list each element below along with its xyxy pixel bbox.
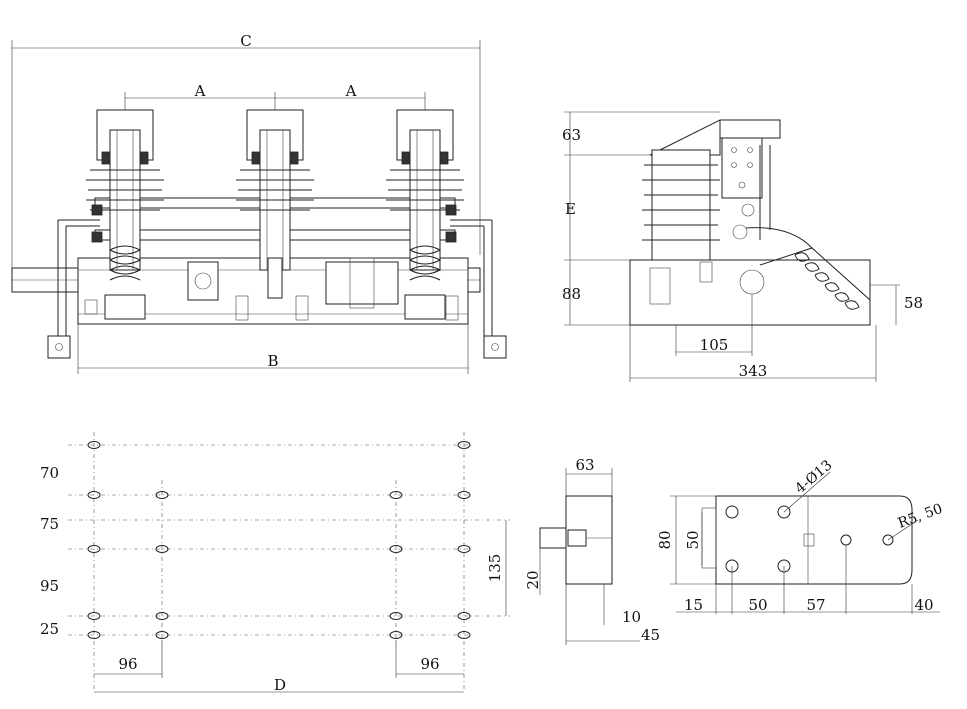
side-view: 63 E 88 58 105 [562, 111, 923, 382]
label-40: 40 [914, 596, 933, 614]
label-343: 343 [739, 362, 768, 380]
label-58: 58 [904, 294, 923, 312]
motor-unit [325, 261, 399, 305]
side-base [629, 259, 871, 326]
label-96-left: 96 [118, 655, 137, 673]
label-75: 75 [40, 515, 59, 533]
label-e: E [565, 200, 576, 218]
grounding-arm-right [450, 219, 493, 338]
label-63: 63 [562, 126, 581, 144]
front-view: C A A [11, 32, 507, 374]
label-96-right: 96 [420, 655, 439, 673]
terminal-side-view: 63 20 10 45 [524, 456, 660, 645]
label-63: 63 [575, 456, 594, 474]
label-10: 10 [622, 608, 641, 626]
label-c: C [240, 32, 251, 50]
label-a-left: A [194, 82, 206, 100]
label-a-right: A [345, 82, 357, 100]
label-15: 15 [684, 596, 703, 614]
label-20: 20 [524, 570, 542, 589]
label-57: 57 [806, 596, 825, 614]
hole-pattern-view: 70 75 95 25 135 96 96 D [40, 432, 510, 694]
operating-box [187, 261, 219, 301]
label-50-h: 50 [748, 596, 767, 614]
label-b: B [267, 352, 278, 370]
spring [794, 252, 860, 310]
pole-middle [236, 109, 314, 299]
mounting-holes [87, 441, 471, 639]
terminal-plate-view: 4-Ø13 R5, 50 80 50 15 50 57 40 [656, 457, 945, 614]
pole-right [386, 109, 464, 320]
label-70: 70 [40, 464, 59, 482]
pole-left [86, 109, 164, 320]
label-45: 45 [641, 626, 660, 644]
grounding-arm-left [57, 219, 100, 338]
label-holes: 4-Ø13 [792, 457, 835, 497]
label-d: D [274, 676, 286, 694]
label-105: 105 [700, 336, 729, 354]
label-50-v: 50 [684, 530, 702, 549]
label-25: 25 [40, 620, 59, 638]
label-80: 80 [656, 530, 674, 549]
label-88: 88 [562, 285, 581, 303]
label-95: 95 [40, 577, 59, 595]
label-135: 135 [486, 554, 504, 583]
